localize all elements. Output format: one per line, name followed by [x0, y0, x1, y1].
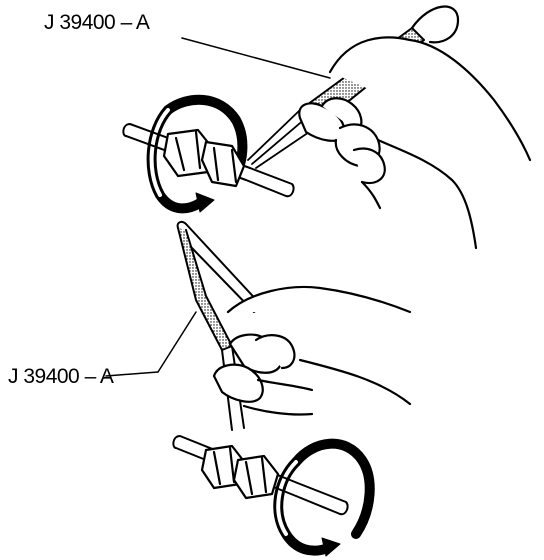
- bottom-hand: [212, 285, 412, 416]
- top-scene: [122, 5, 532, 250]
- tool-callout-bottom: J 39400 – A: [8, 365, 114, 388]
- bottom-leader-line: [157, 311, 197, 373]
- bottom-fitting: [200, 444, 280, 500]
- top-leader-line: [181, 37, 331, 79]
- bottom-rotation-arrow: [273, 438, 375, 557]
- top-fitting: [162, 128, 246, 188]
- top-hand: [298, 36, 532, 250]
- tool-callout-top: J 39400 – A: [44, 11, 150, 34]
- bottom-scene: [105, 220, 412, 557]
